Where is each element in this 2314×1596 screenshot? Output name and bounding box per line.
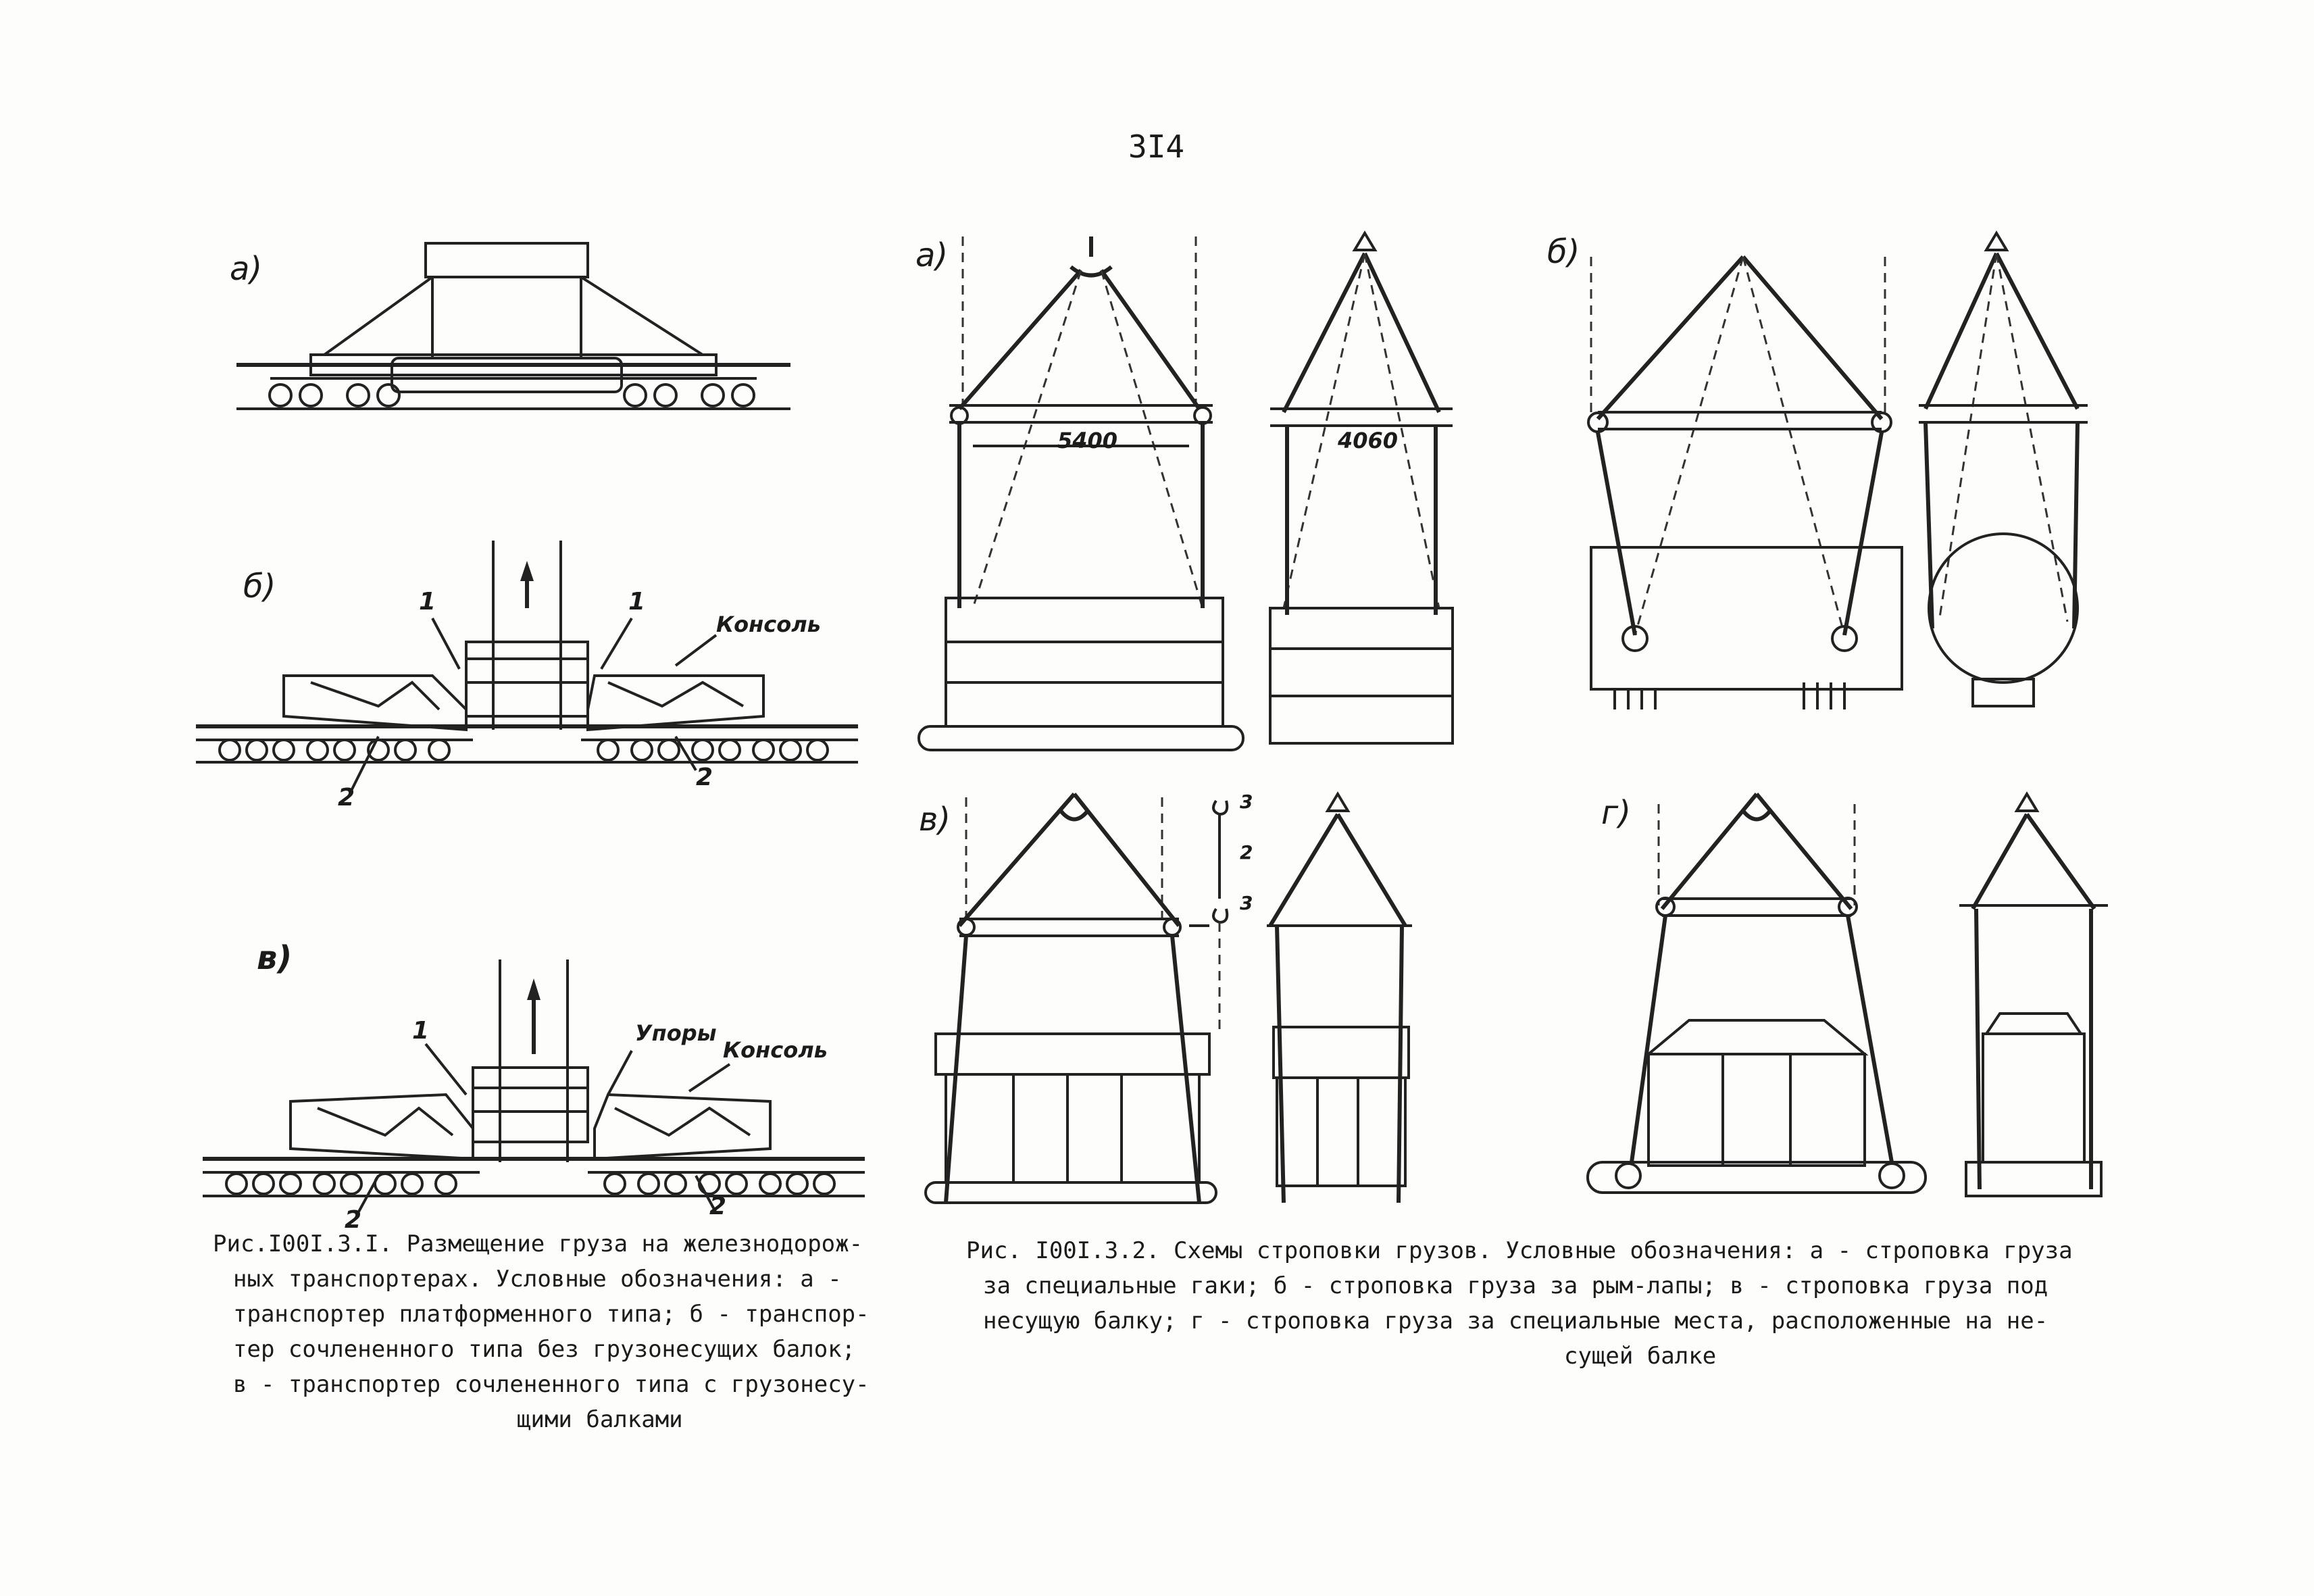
fig2-b-front-view <box>1587 255 1903 709</box>
fig1-label-v: в) <box>257 939 293 977</box>
fig2-a-front-view <box>917 236 1244 751</box>
fig1-label-a: а) <box>230 250 263 288</box>
fig1-caption-line: в - транспортер сочлененного типа с груз… <box>233 1371 870 1398</box>
page-number: 3I4 <box>1128 128 1185 165</box>
fig1-b-callout-1-right: 1 <box>628 588 646 616</box>
fig2-v-hook-detail <box>1189 799 1229 1034</box>
fig1-v-callout-1: 1 <box>412 1017 430 1045</box>
fig1-a-platform-transporter <box>236 242 790 410</box>
fig2-hook-callout-3-top: 3 <box>1240 791 1253 813</box>
fig2-label-b: б) <box>1547 233 1580 271</box>
fig2-hook-callout-2: 2 <box>1240 841 1253 864</box>
fig2-hook-callout-3-bottom: 3 <box>1240 892 1253 914</box>
fig2-caption-line: Рис. I00I.3.2. Схемы строповки грузов. У… <box>966 1237 2073 1264</box>
fig2-v-front-view <box>924 793 1217 1204</box>
fig1-b-callout-2-right: 2 <box>696 764 713 791</box>
fig1-caption-line: Рис.I00I.3.I. Размещение груза на железн… <box>213 1230 863 1257</box>
fig2-caption-line: сущей балке <box>1564 1343 1717 1370</box>
fig2-caption: Рис. I00I.3.2. Схемы строповки грузов. У… <box>966 1233 2073 1374</box>
fig2-dimension-4060: 4060 <box>1338 428 1399 453</box>
fig2-a-side-view <box>1269 230 1454 745</box>
fig2-b-side-view <box>1919 230 2088 707</box>
fig1-b-callout-1-left: 1 <box>419 588 436 616</box>
fig2-label-a: а) <box>915 236 949 274</box>
fig1-v-callout-2-left: 2 <box>345 1206 362 1234</box>
fig1-v-callout-2-right: 2 <box>709 1193 727 1220</box>
fig2-g-front-view <box>1586 793 1927 1194</box>
fig2-caption-line: за специальные гаки; б - строповка груза… <box>983 1272 2048 1299</box>
fig1-caption-line: тер сочлененного типа без грузонесущих б… <box>233 1336 856 1363</box>
fig2-dimension-5400: 5400 <box>1057 428 1118 453</box>
fig2-caption-line: несущую балку; г - строповка груза за сп… <box>983 1307 2048 1335</box>
fig2-label-g: г) <box>1601 794 1631 832</box>
fig2-g-side-view <box>1959 791 2108 1197</box>
fig1-label-b: б) <box>243 568 276 605</box>
fig1-caption: Рис.I00I.3.I. Размещение груза на железн… <box>213 1226 870 1437</box>
fig1-caption-line: ных транспортерах. Условные обозначения:… <box>233 1266 842 1293</box>
fig1-v-konsol-label: Консоль <box>723 1037 828 1063</box>
fig1-v-transporter-with-beams <box>203 959 865 1214</box>
fig2-label-v: в) <box>919 801 951 839</box>
fig1-b-articulated-transporter <box>196 541 858 791</box>
fig1-v-upory-label: Упоры <box>635 1020 717 1046</box>
fig1-b-konsol-label: Консоль <box>716 612 821 637</box>
fig1-b-callout-2-left: 2 <box>338 784 355 812</box>
fig1-caption-line: щими балками <box>517 1406 683 1433</box>
fig2-v-side-view <box>1267 791 1412 1203</box>
fig1-caption-line: транспортер платформенного типа; б - тра… <box>233 1301 870 1328</box>
